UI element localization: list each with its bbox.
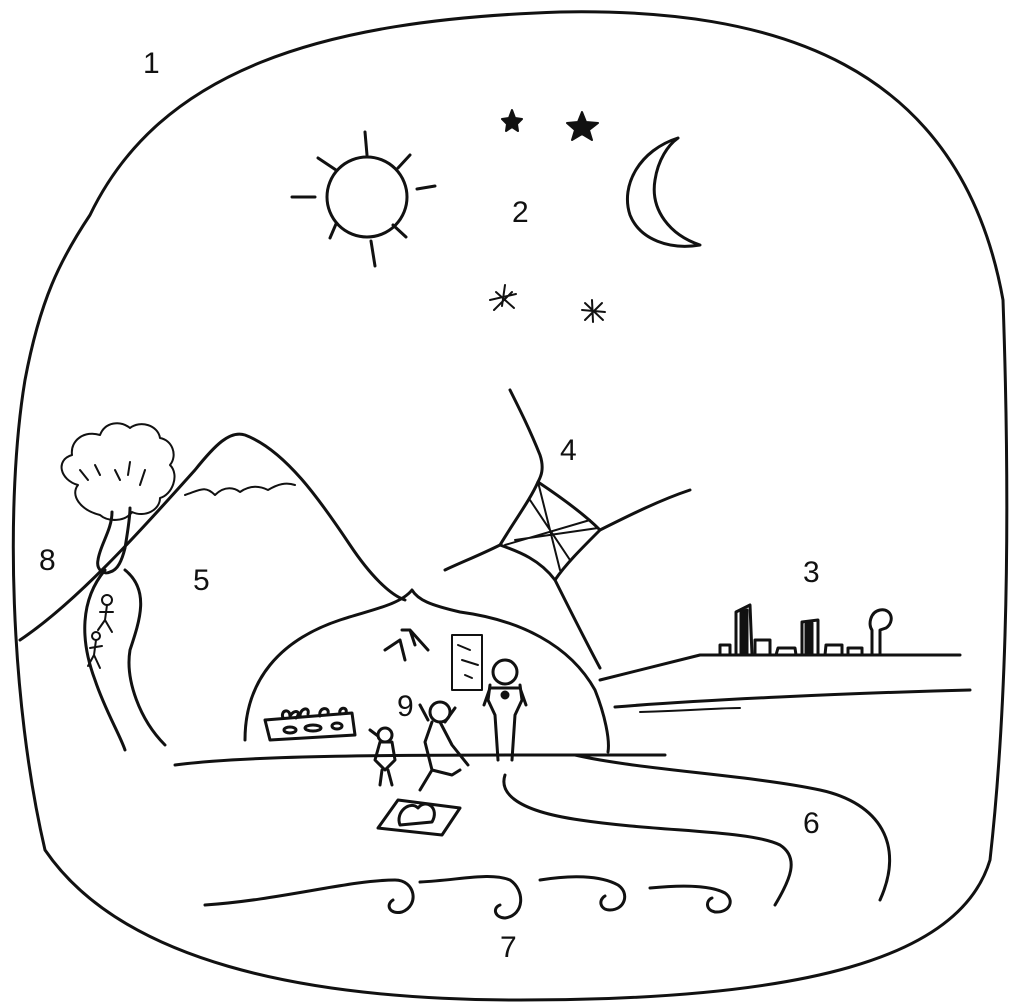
waves [205,877,730,918]
hiker-figures [88,595,113,668]
people-group [370,660,526,790]
sun-icon [292,132,435,266]
shore-line-upper [615,690,970,707]
planter-box [265,708,355,740]
moon-icon [627,138,700,246]
label-2: 2 [512,196,529,229]
star-icon-2 [567,112,598,140]
label-5: 5 [193,564,210,597]
label-3: 3 [803,556,820,589]
kite-icon [445,390,690,668]
star-icon-3 [490,285,516,310]
label-7: 7 [500,931,517,964]
mountain [20,434,405,640]
star-icon-1 [502,110,522,131]
shore-line-lower [640,708,740,712]
dome-structure [245,590,608,752]
river-edge-inner [504,775,791,905]
river-edge-outer [575,755,890,900]
tree-icon [62,423,175,573]
label-1: 1 [143,47,160,80]
label-8: 8 [39,544,56,577]
label-6: 6 [803,807,820,840]
picnic-blanket [378,800,460,835]
label-9: 9 [397,690,414,723]
city-skyline [600,605,960,680]
star-icon-4 [582,300,605,322]
ground-line [175,755,665,765]
label-4: 4 [560,434,577,467]
